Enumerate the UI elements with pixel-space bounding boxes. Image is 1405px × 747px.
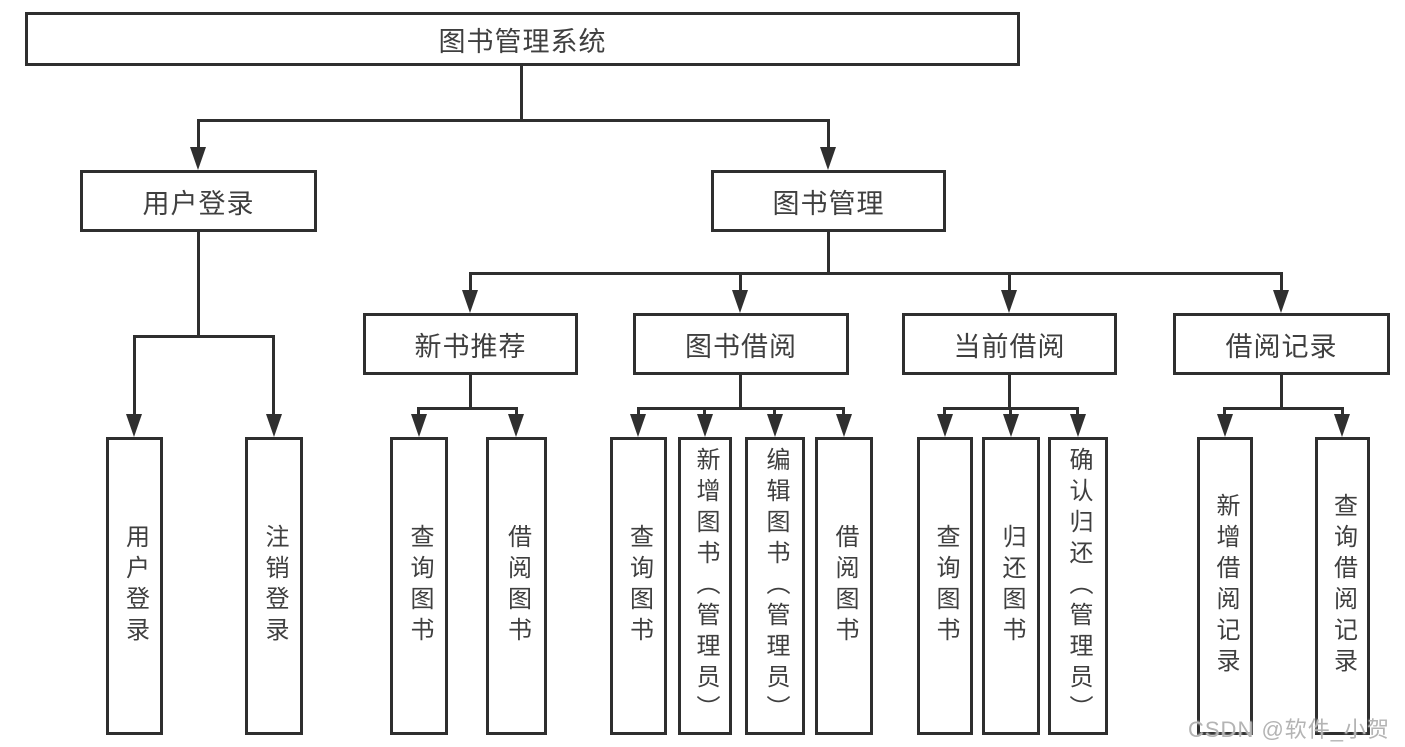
connector-user-login-branch [133, 335, 275, 338]
connector-drop-user-login [197, 119, 200, 150]
connector-book-management-branch [469, 272, 1282, 275]
connector-new-book-stub [469, 375, 472, 407]
leaf-logout: 注销登录 [245, 437, 303, 735]
connector-drop [1223, 407, 1226, 417]
arrow-down-icon [462, 290, 478, 313]
arrow-down-icon [630, 414, 646, 437]
node-library-management-system: 图书管理系统 [25, 12, 1020, 66]
arrow-down-icon [1273, 290, 1289, 313]
connector-drop [515, 407, 518, 417]
connector-drop-borrow-records [1280, 272, 1283, 292]
connector-root-stub [520, 66, 523, 119]
arrow-down-icon [1070, 414, 1086, 437]
connector-drop-new-book [469, 272, 472, 292]
leaf-confirm-return-admin: 确认归还（管理员） [1048, 437, 1108, 735]
node-borrow-records: 借阅记录 [1173, 313, 1390, 375]
arrow-down-icon [836, 414, 852, 437]
arrow-down-icon [508, 414, 524, 437]
leaf-return-book: 归还图书 [982, 437, 1040, 735]
arrow-down-icon [767, 414, 783, 437]
leaf-query-borrow-record: 查询借阅记录 [1315, 437, 1370, 735]
arrow-down-icon [1334, 414, 1350, 437]
arrow-down-icon [190, 147, 206, 170]
connector-drop-current-borrowing [1008, 272, 1011, 292]
connector-book-borrowing-branch [637, 407, 845, 410]
arrow-down-icon [126, 414, 142, 437]
arrow-down-icon [411, 414, 427, 437]
node-new-book-recommendation: 新书推荐 [363, 313, 578, 375]
connector-drop-leaf-logout [272, 335, 275, 417]
connector-current-borrowing-stub [1008, 375, 1011, 407]
connector-drop [637, 407, 640, 417]
connector-drop [703, 407, 706, 417]
connector-drop [943, 407, 946, 417]
connector-borrow-records-branch [1223, 407, 1344, 410]
leaf-borrow-books-borrowing: 借阅图书 [815, 437, 873, 735]
node-book-borrowing: 图书借阅 [633, 313, 849, 375]
arrow-down-icon [1001, 290, 1017, 313]
connector-drop [773, 407, 776, 417]
leaf-query-books-borrowing: 查询图书 [610, 437, 667, 735]
arrow-down-icon [732, 290, 748, 313]
leaf-borrow-books-recommend: 借阅图书 [486, 437, 547, 735]
connector-book-management-stub [827, 232, 830, 272]
connector-drop [1341, 407, 1344, 417]
arrow-down-icon [266, 414, 282, 437]
leaf-add-borrow-record: 新增借阅记录 [1197, 437, 1253, 735]
leaf-query-books-current: 查询图书 [917, 437, 973, 735]
connector-user-login-stub [197, 232, 200, 335]
connector-book-borrowing-stub [739, 375, 742, 407]
node-current-borrowing: 当前借阅 [902, 313, 1117, 375]
connector-root-branch [197, 119, 830, 122]
leaf-add-book-admin: 新增图书（管理员） [678, 437, 732, 735]
connector-drop [842, 407, 845, 417]
leaf-user-login: 用户登录 [106, 437, 163, 735]
connector-drop-leaf-user-login [133, 335, 136, 417]
arrow-down-icon [697, 414, 713, 437]
connector-drop [1076, 407, 1079, 417]
arrow-down-icon [1217, 414, 1233, 437]
csdn-watermark: CSDN @软件_小贺同学 [1188, 717, 1391, 742]
arrow-down-icon [820, 147, 836, 170]
connector-drop-book-management [827, 119, 830, 150]
connector-drop [1009, 407, 1012, 417]
arrow-down-icon [937, 414, 953, 437]
node-book-management: 图书管理 [711, 170, 946, 232]
leaf-edit-book-admin: 编辑图书（管理员） [745, 437, 805, 735]
connector-drop [417, 407, 420, 417]
connector-borrow-records-stub [1280, 375, 1283, 407]
connector-new-book-branch [417, 407, 518, 410]
leaf-query-books-recommend: 查询图书 [390, 437, 448, 735]
node-user-login: 用户登录 [80, 170, 317, 232]
connector-drop-book-borrowing [739, 272, 742, 292]
arrow-down-icon [1003, 414, 1019, 437]
